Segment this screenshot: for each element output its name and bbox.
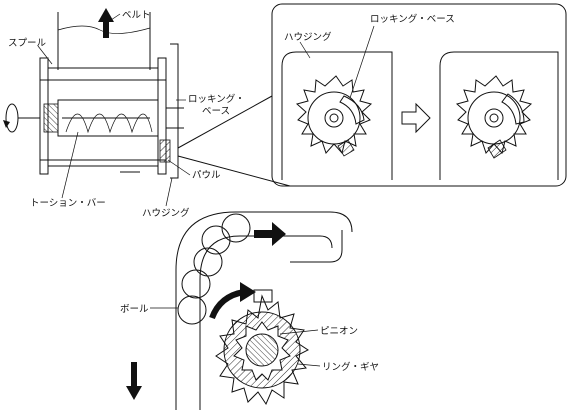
label-locking-base-callout: ロッキング・ベース [370,13,455,25]
label-pawl: パウル [192,170,221,181]
locking-base-gear-before [295,75,373,157]
locking-base-gear-after [455,75,533,159]
arrow-down-icon [126,362,142,400]
pretensioner-section [126,211,353,410]
hollow-arrow-right-icon [401,102,431,134]
callout-box [177,3,567,187]
arrow-up-icon [98,8,114,38]
rotation-arrow-icon [3,103,19,133]
retractor-section [3,8,184,179]
label-housing-bottom: ハウジング [142,207,190,219]
label-ring-gear: リング・ギヤ [322,361,379,373]
balls [177,213,251,325]
label-housing-callout: ハウジング [284,31,332,43]
arrow-right-icon [254,222,286,246]
label-ball: ボール [120,304,149,315]
pinion [233,321,291,381]
rotation-arrow-icon [209,282,256,320]
label-pinion: ピニオン [320,326,358,337]
label-spool: スプール [8,38,47,49]
label-torsion-bar: トーション・バー [30,198,106,209]
label-belt: ベルト [122,10,151,21]
label-locking-base-left: ロッキング・ベース [188,93,245,117]
